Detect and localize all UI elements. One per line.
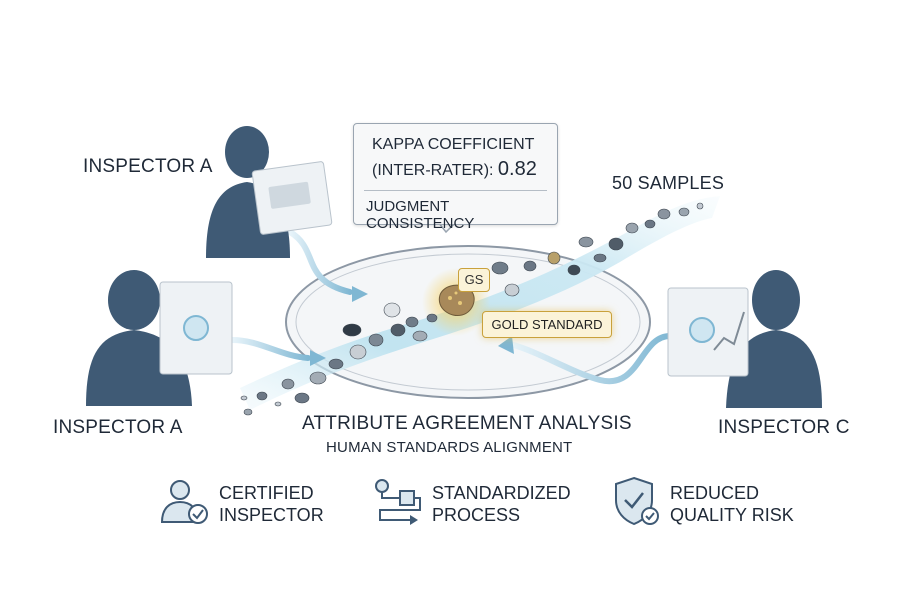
inspector-left-label: INSPECTOR A [53,417,183,438]
inspector-top-left-label: INSPECTOR A [83,156,213,177]
gs-tag: GS [458,268,490,292]
sample-rocks [240,202,704,416]
diagram-subtitle: HUMAN STANDARDS ALIGNMENT [326,439,573,456]
flow-arrows [229,229,673,385]
inspector-top-left-figure [206,126,333,258]
feature-reduced-risk-line1: REDUCED [670,483,760,503]
process-flow-icon [375,479,421,525]
inspector-left-figure [86,270,233,406]
kappa-label: KAPPA COEFFICIENT [372,136,535,153]
kappa-value: 0.82 [497,158,537,180]
certified-inspector-icon [160,480,208,524]
samples-label: 50 SAMPLES [612,173,725,193]
inspector-right-figure [667,270,822,408]
feature-reduced-risk-line2: QUALITY RISK [670,505,794,525]
feature-standardized-line2: PROCESS [432,505,521,525]
gold-standard-tag: GOLD STANDARD [482,311,612,338]
inspector-right-label: INSPECTOR C [718,417,850,438]
arrow-heads [310,286,514,366]
feature-reduced-risk: REDUCED QUALITY RISK [670,482,794,526]
kappa-sub-label: (INTER-RATER): 0.82 [372,158,537,181]
feature-certified-line2: INSPECTOR [219,505,324,525]
shield-check-icon [615,476,659,526]
kappa-sub-label-text: (INTER-RATER): [372,162,494,179]
feature-certified-line1: CERTIFIED [219,483,314,503]
kappa-callout: KAPPA COEFFICIENT (INTER-RATER): 0.82 JU… [353,123,558,232]
diagram-title: ATTRIBUTE AGREEMENT ANALYSIS [302,413,632,434]
kappa-divider [364,190,547,191]
feature-standardized: STANDARDIZED PROCESS [432,482,571,526]
feature-certified: CERTIFIED INSPECTOR [219,482,324,526]
feature-standardized-line1: STANDARDIZED [432,483,571,503]
kappa-caption: JUDGMENT CONSISTENCY [366,198,475,232]
